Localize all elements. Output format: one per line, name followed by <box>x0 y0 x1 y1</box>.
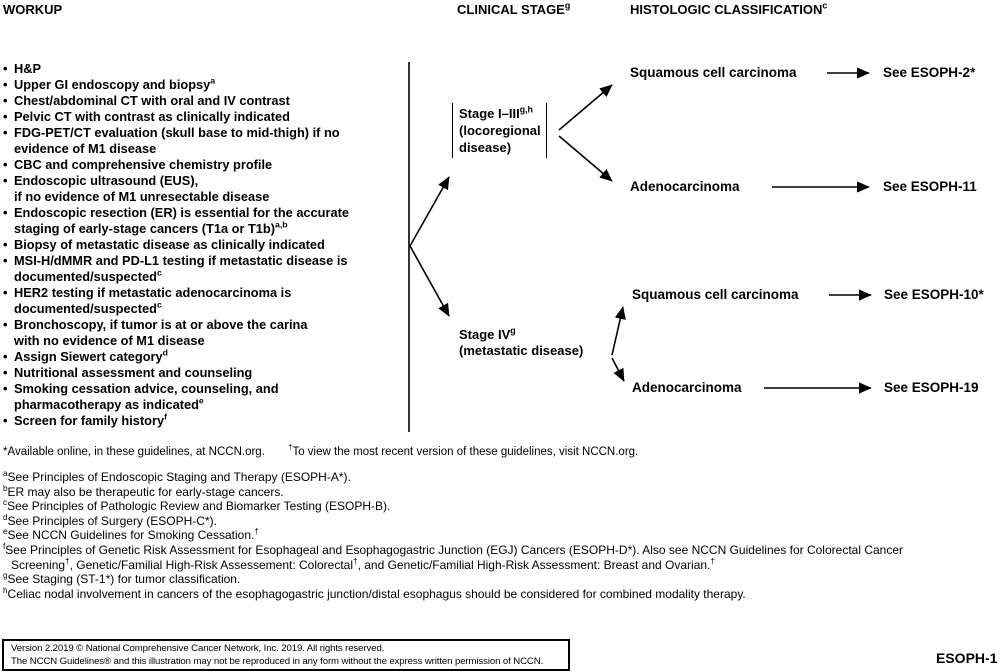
footnote-marker: h <box>3 585 8 595</box>
footnote-marker: b <box>3 483 8 493</box>
footnotes: aSee Principles of Endoscopic Staging an… <box>3 469 904 602</box>
footnote-h: hCeliac nodal involvement in cancers of … <box>3 585 903 602</box>
footnote-marker: e <box>3 527 8 537</box>
footnote-text: See Staging (ST-1*) for tumor classifica… <box>7 572 241 587</box>
column-header-clinical-stage: CLINICAL STAGEg <box>457 0 571 17</box>
footnote-text: ER may also be therapeutic for early-sta… <box>7 484 284 499</box>
footnote-b: bER may also be therapeutic for early-st… <box>3 483 903 500</box>
footnote-marker: f <box>3 541 6 551</box>
available-online-note: *Available online, in these guidelines, … <box>3 446 265 458</box>
copyright-box: Version 2.2019 © National Comprehensive … <box>2 639 570 671</box>
workup-item: MSI-H/dMMR and PD-L1 testing if metastat… <box>3 253 349 285</box>
workup-item: Upper GI endoscopy and biopsya <box>3 76 349 93</box>
workup-item: Endoscopic resection (ER) is essential f… <box>3 205 349 237</box>
arrow-metastatic-to-squamous <box>611 306 626 356</box>
arrow-locoregional-to-squamous <box>558 84 613 131</box>
copyright-line1: Version 2.2019 © National Comprehensive … <box>11 643 385 654</box>
workup-item: Chest/abdominal CT with oral and IV cont… <box>3 93 349 109</box>
workup-item: Biopsy of metastatic disease as clinical… <box>3 237 349 253</box>
footnote-d: dSee Principles of Surgery (ESOPH-C*). <box>3 512 903 529</box>
workup-item: Pelvic CT with contrast as clinically in… <box>3 109 349 125</box>
arrow-metastatic-to-adenocarcinoma <box>611 357 625 382</box>
footnote-marker: d <box>3 512 8 522</box>
histology-squamous-metastatic: Squamous cell carcinoma <box>632 287 799 302</box>
workup-item: Smoking cessation advice, counseling, an… <box>3 381 349 413</box>
footnote-text: See Principles of Pathologic Review and … <box>7 499 391 514</box>
stage-metastatic-node: Stage IVg(metastatic disease) <box>459 325 584 358</box>
workup-item: Screen for family historyf <box>3 412 349 429</box>
footnote-text: See Principles of Endoscopic Staging and… <box>7 470 351 484</box>
histology-adenocarcinoma-locoregional: Adenocarcinoma <box>630 179 740 194</box>
footnote-marker: c <box>3 498 8 508</box>
footnote-a: aSee Principles of Endoscopic Staging an… <box>3 469 903 485</box>
link-see-esoph-19[interactable]: See ESOPH-19 <box>884 380 979 395</box>
histology-squamous-locoregional: Squamous cell carcinoma <box>630 65 797 80</box>
recent-version-note: †To view the most recent version of thes… <box>288 443 639 458</box>
footnote-marker: g <box>3 571 8 581</box>
histology-adenocarcinoma-metastatic: Adenocarcinoma <box>632 380 742 395</box>
page-label: ESOPH-1 <box>936 650 998 666</box>
copyright-line2: The NCCN Guidelines® and this illustrati… <box>11 655 544 667</box>
workup-item: Endoscopic ultrasound (EUS),if no eviden… <box>3 173 349 205</box>
footnote-g: gSee Staging (ST-1*) for tumor classific… <box>3 572 903 587</box>
footnote-marker: a <box>3 469 8 478</box>
workup-item: H&P <box>3 61 349 77</box>
footnote-text: See NCCN Guidelines for Smoking Cessatio… <box>7 527 259 543</box>
workup-item: Assign Siewert categoryd <box>3 348 349 365</box>
link-see-esoph-11[interactable]: See ESOPH-11 <box>883 179 977 194</box>
workup-list: H&P Upper GI endoscopy and biopsya Chest… <box>3 61 349 429</box>
footnote-text: Celiac nodal involvement in cancers of t… <box>7 586 746 601</box>
workup-item: Nutritional assessment and counseling <box>3 365 349 381</box>
workup-item: HER2 testing if metastatic adenocarcinom… <box>3 285 349 317</box>
workup-item: CBC and comprehensive chemistry profile <box>3 157 349 173</box>
footnote-f: fSee Principles of Genetic Risk Assessme… <box>3 541 904 572</box>
footnote-text: See Principles of Genetic Risk Assessmen… <box>5 542 904 572</box>
arrow-to-stage-metastatic <box>409 245 450 317</box>
footnote-c: cSee Principles of Pathologic Review and… <box>3 499 903 514</box>
link-see-esoph-2[interactable]: See ESOPH-2* <box>883 65 976 80</box>
footnote-e: eSee NCCN Guidelines for Smoking Cessati… <box>3 528 903 543</box>
column-header-histologic-classification: HISTOLOGIC CLASSIFICATIONc <box>630 0 828 17</box>
availability-note: *Available online, in these guidelines, … <box>3 443 639 458</box>
workup-item: FDG-PET/CT evaluation (skull base to mid… <box>3 125 349 157</box>
link-see-esoph-10[interactable]: See ESOPH-10* <box>884 287 984 302</box>
arrow-locoregional-to-adenocarcinoma <box>558 135 613 182</box>
workup-item: Bronchoscopy, if tumor is at or above th… <box>3 317 349 349</box>
footnote-text: See Principles of Surgery (ESOPH-C*). <box>7 513 217 528</box>
column-header-workup: WORKUP <box>3 2 63 17</box>
arrow-to-stage-locoregional <box>409 176 450 247</box>
